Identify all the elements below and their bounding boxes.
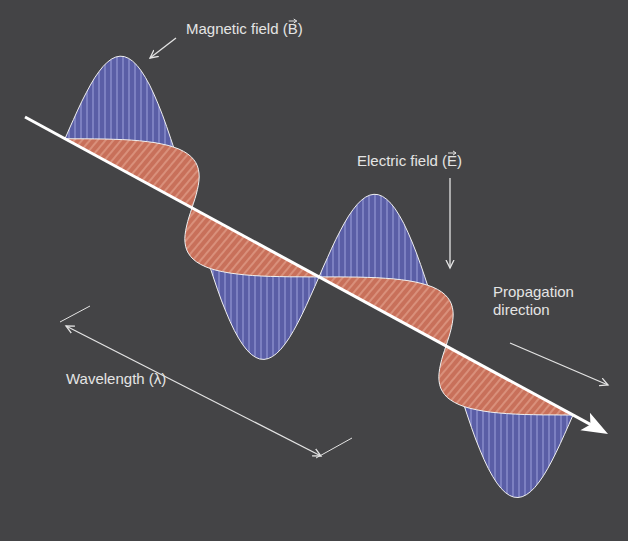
leader-arrow [449,178,450,268]
field-label: Magnetic field (B) [186,20,303,38]
axis-arrowhead [580,413,608,434]
field-label: Propagation direction [493,283,593,319]
leader-arrow [150,38,176,58]
dimension-tick [60,306,90,322]
dimension-tick [316,438,352,458]
wavelength-arrow [66,326,321,456]
direction-arrow [510,343,608,385]
propagation-axis [25,117,594,426]
field-label: Electric field (E) [357,152,462,170]
field-label: Wavelength (λ) [66,370,166,388]
